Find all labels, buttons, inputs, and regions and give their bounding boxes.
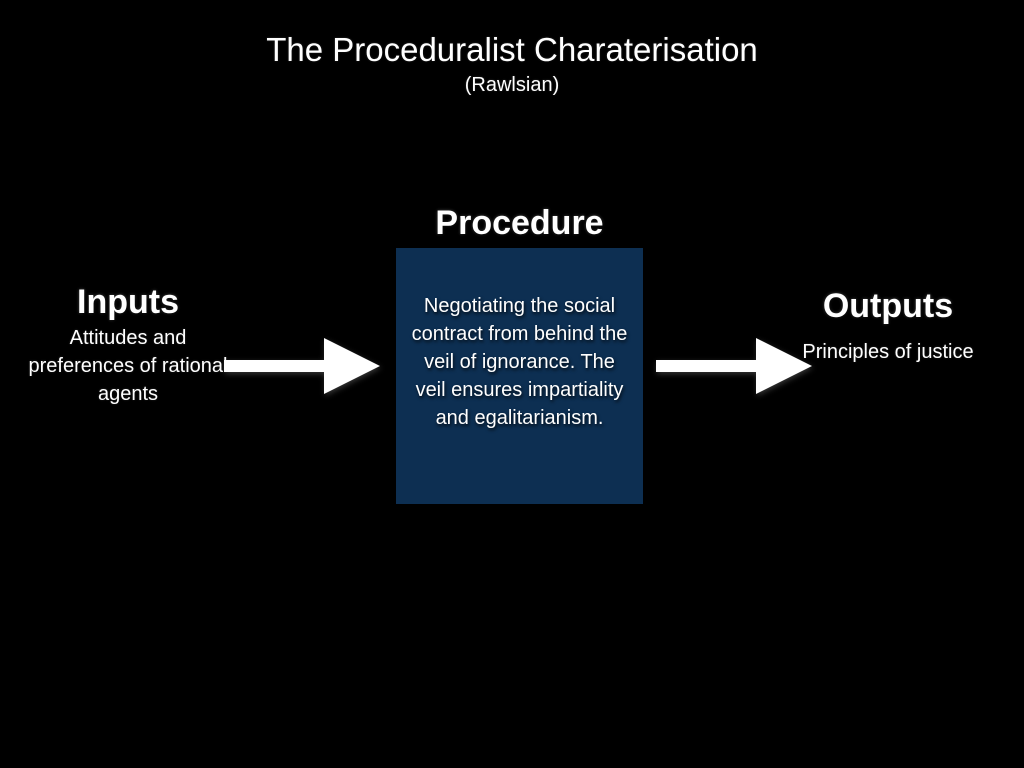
outputs-text: Principles of justice bbox=[802, 341, 974, 363]
inputs-heading: Inputs bbox=[77, 283, 179, 321]
procedure-text: Negotiating the social contract from beh… bbox=[411, 295, 628, 429]
inputs-text: Attitudes and preferences of rational ag… bbox=[28, 327, 228, 405]
input-arrow-icon bbox=[224, 338, 380, 394]
slide-subtitle: (Rawlsian) bbox=[464, 74, 560, 96]
outputs-heading: Outputs bbox=[822, 287, 954, 325]
slide-title: The Proceduralist Charaterisation bbox=[266, 31, 758, 68]
procedure-box: Negotiating the social contract from beh… bbox=[396, 248, 643, 504]
procedure-heading: Procedure bbox=[435, 204, 604, 242]
output-arrow-icon bbox=[656, 338, 812, 394]
